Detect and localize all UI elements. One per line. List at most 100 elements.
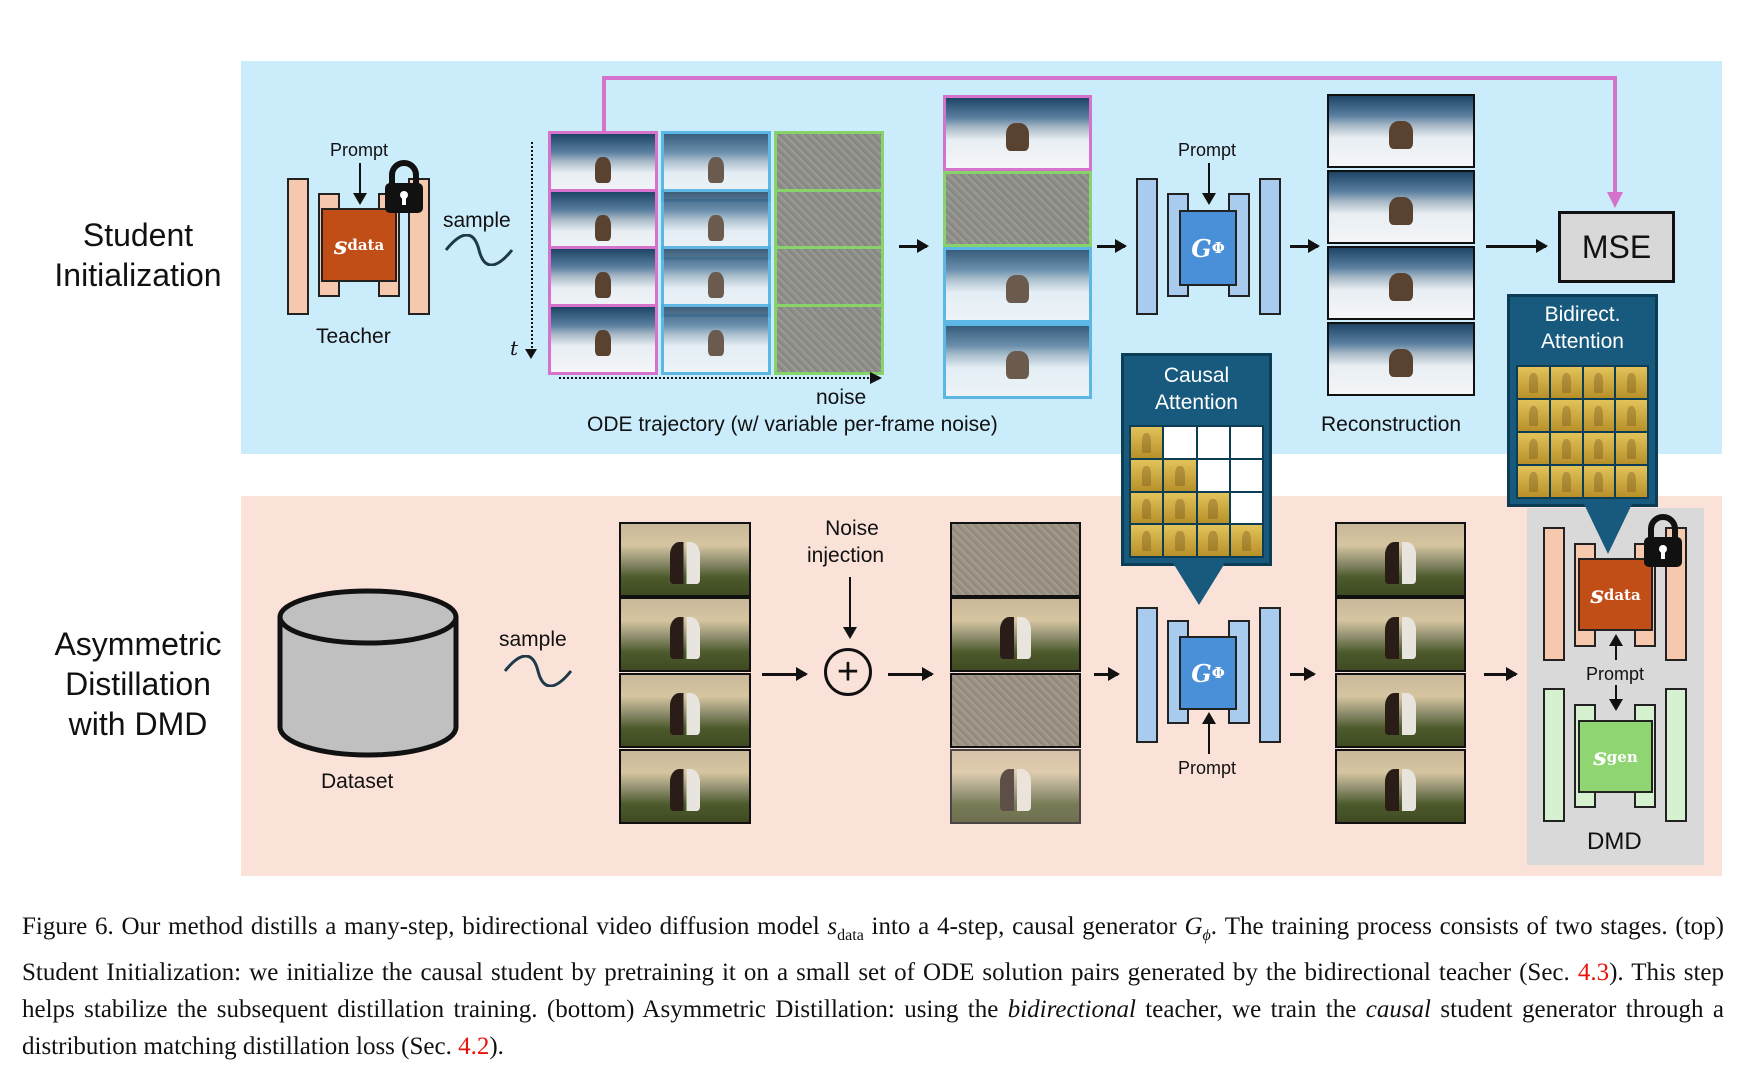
unet-encoder-outer <box>1543 527 1565 661</box>
lock-icon <box>1644 514 1682 567</box>
trajectory-frame <box>548 304 658 375</box>
caption-text: ). <box>489 1033 504 1060</box>
time-axis-label: t <box>510 336 519 360</box>
model-symbol: G <box>1191 233 1212 263</box>
sample-label-top: sample <box>443 209 511 232</box>
model-symbol: G <box>1191 658 1212 688</box>
caption-figure-number: Figure 6. <box>22 913 114 940</box>
noise-injection-label-2: injection <box>807 544 885 567</box>
teacher-label: Teacher <box>316 325 391 348</box>
arrow-icon <box>899 239 929 253</box>
attention-cell-masked <box>1230 427 1262 458</box>
student-prompt-label: Prompt <box>1178 140 1237 160</box>
time-axis <box>531 142 533 352</box>
prompt-arrow-icon <box>1609 685 1623 711</box>
mse-label: MSE <box>1581 228 1652 265</box>
stage-label-line: Asymmetric <box>54 626 222 662</box>
sample-wave-icon <box>503 655 573 687</box>
model-subscript: data <box>347 236 385 254</box>
student-prompt-label: Prompt <box>1178 758 1237 778</box>
attention-cell-masked <box>1230 492 1262 524</box>
caption-subscript: data <box>837 927 864 944</box>
generated-frame <box>1335 749 1466 824</box>
caption-emphasis: bidirectional <box>1007 996 1136 1023</box>
caption-text: Our method distills a many-step, bidirec… <box>113 913 828 940</box>
stage-label-line: Student <box>82 217 194 253</box>
unet-decoder-outer <box>1259 178 1281 315</box>
attention-cell-attended <box>1583 433 1615 464</box>
model-symbol: s <box>1593 742 1607 771</box>
dataset-frame <box>619 673 751 748</box>
model-symbol: s <box>333 230 348 260</box>
dmd-label: DMD <box>1587 828 1642 855</box>
attention-cell-masked <box>1197 427 1229 458</box>
trajectory-label: ODE trajectory (w/ variable per-frame no… <box>587 413 998 436</box>
generated-frame <box>1335 522 1466 597</box>
unet-encoder-outer <box>287 178 309 315</box>
add-operator-icon: + <box>824 648 872 696</box>
section-link[interactable]: 4.3 <box>1577 959 1610 986</box>
attention-cell-masked <box>1164 427 1196 458</box>
attention-cell-attended <box>1550 433 1582 464</box>
section-link[interactable]: 4.2 <box>458 1033 490 1060</box>
caption-symbol: G <box>1184 913 1203 940</box>
reconstruction-frame <box>1327 322 1475 396</box>
sample-wave-icon <box>444 234 514 266</box>
attention-cell-attended <box>1550 400 1582 431</box>
attention-cell-attended <box>1583 400 1615 431</box>
attention-cell-masked <box>1230 459 1262 491</box>
caption-text: . The training process consists of two s… <box>22 913 1725 986</box>
skip-connection-line <box>1613 76 1617 194</box>
dataset-cylinder-icon <box>277 588 459 758</box>
noise-injection-line: Noise <box>825 517 879 540</box>
attention-cell-attended <box>1616 466 1647 497</box>
noise-axis-label: noise <box>816 386 867 409</box>
causal-attention-mask <box>1129 425 1264 558</box>
noise-injection-label: Noise <box>822 517 882 541</box>
unet-encoder-outer <box>1136 607 1158 743</box>
noisy-frame <box>950 673 1081 748</box>
unet-encoder-outer <box>1543 688 1565 822</box>
prompt-arrow-icon <box>1202 712 1216 754</box>
unet-decoder-outer <box>1665 688 1687 822</box>
attention-cell-attended <box>1550 466 1582 497</box>
attention-cell-attended <box>1131 525 1163 556</box>
model-subscript: Φ <box>1211 664 1225 682</box>
sampled-frame <box>943 247 1092 323</box>
figure-caption: Figure 6. Our method distills a many-ste… <box>22 908 1724 1065</box>
generated-frame <box>1335 673 1466 748</box>
teacher-prompt-label: Prompt <box>330 140 389 160</box>
attention-cell-attended <box>1518 466 1549 497</box>
trajectory-frame <box>661 304 771 375</box>
stage-label-line: Initialization <box>54 257 222 293</box>
attention-cell-attended <box>1616 433 1647 464</box>
noise-axis-arrow-icon <box>870 372 882 384</box>
attention-cell-attended <box>1164 525 1196 556</box>
arrow-icon <box>1486 239 1548 253</box>
prompt-arrow-icon <box>1202 163 1216 205</box>
arrow-icon <box>1484 667 1518 681</box>
stage-label-asymmetric-distillation: Asymmetric Distillation with DMD <box>28 624 248 744</box>
prompt-arrow-icon <box>1609 634 1623 660</box>
trajectory-frame <box>774 304 884 375</box>
unet-encoder-outer <box>1136 178 1158 315</box>
callout-title-line: Bidirect. <box>1544 303 1621 326</box>
caption-emphasis: causal <box>1365 996 1432 1023</box>
lock-icon <box>385 160 423 213</box>
caption-symbol: s <box>827 913 838 940</box>
attention-cell-masked <box>1197 459 1229 491</box>
attention-cell-attended <box>1550 367 1582 398</box>
arrow-icon <box>1290 667 1316 681</box>
plus-symbol: + <box>836 651 860 693</box>
dataset-label: Dataset <box>321 770 394 793</box>
attention-cell-attended <box>1164 459 1196 491</box>
bidirectional-attention-mask <box>1516 365 1649 499</box>
attention-cell-attended <box>1518 433 1549 464</box>
attention-cell-attended <box>1583 367 1615 398</box>
stage-label-student-initialization: Student Initialization <box>28 215 248 295</box>
caption-text: into a 4-step, causal generator <box>863 913 1185 940</box>
callout-title-line: Attention <box>1541 330 1624 353</box>
attention-cell-attended <box>1518 400 1549 431</box>
